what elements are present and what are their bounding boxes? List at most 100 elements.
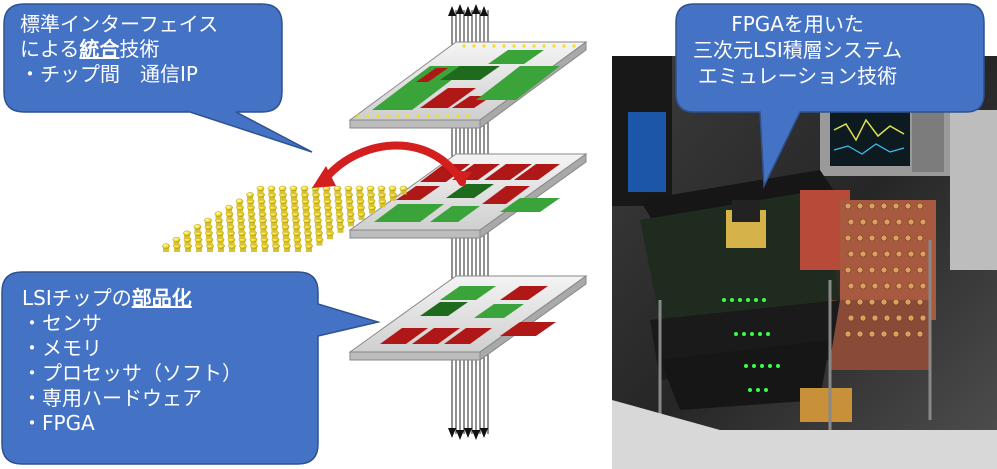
- pin-stem: [184, 239, 191, 246]
- pin-stem: [293, 220, 299, 227]
- callout-componentization-title-prefix: LSIチップの: [22, 286, 132, 310]
- rf-connector: [895, 218, 903, 226]
- rf-connector: [880, 234, 888, 242]
- pin-stem: [325, 207, 331, 214]
- pin-stem: [250, 233, 256, 240]
- pin-stem: [283, 239, 290, 246]
- pin-stem: [247, 201, 254, 208]
- callout-integration-line2: による統合技術: [20, 37, 218, 62]
- rf-connector: [916, 266, 924, 274]
- rf-connector: [916, 202, 924, 210]
- rf-connector: [844, 298, 852, 306]
- pin-stem: [327, 233, 333, 240]
- rf-connector: [880, 330, 888, 338]
- pin-stem: [237, 214, 244, 220]
- pin-stem: [334, 188, 341, 195]
- pin-stem: [226, 214, 233, 220]
- rf-connector: [847, 314, 855, 322]
- pin-stem: [335, 201, 342, 208]
- pin-stem: [270, 207, 276, 214]
- pin-stem: [302, 201, 309, 208]
- pin-stem: [358, 207, 364, 214]
- rf-connector: [883, 314, 891, 322]
- pin-stem: [227, 220, 233, 227]
- pin-stem: [207, 246, 213, 252]
- callout-componentization-title: LSIチップの部品化: [22, 286, 242, 311]
- pin-stem: [368, 194, 374, 201]
- pin-stem: [238, 226, 245, 233]
- callout-emulation-line2: 三次元LSI積層システム: [693, 38, 903, 62]
- pin-stem: [291, 194, 297, 201]
- rf-connector: [871, 218, 879, 226]
- pin-stem: [216, 220, 222, 227]
- component-item-processor: ・プロセッサ（ソフト）: [22, 361, 242, 385]
- pin-stem: [346, 201, 353, 208]
- rf-connector: [904, 266, 912, 274]
- pin-stem: [346, 194, 352, 201]
- pin-stem: [348, 220, 354, 227]
- pin-stem: [261, 239, 268, 246]
- pin-stem: [237, 207, 243, 214]
- callout-emulation-line1: FPGAを用いた: [731, 12, 864, 36]
- pin-stem: [218, 246, 224, 252]
- pin-head: [344, 185, 353, 192]
- pin-stem: [367, 188, 374, 195]
- pin-stem: [260, 220, 266, 227]
- pin-stem: [336, 214, 343, 220]
- pin-stem: [273, 246, 279, 252]
- rf-connector: [892, 266, 900, 274]
- pin-head: [246, 192, 254, 198]
- pin-stem: [196, 246, 202, 252]
- pin-stem: [258, 201, 265, 208]
- pin-stem: [271, 220, 277, 227]
- pin-stem: [185, 246, 191, 252]
- pin-stem: [257, 188, 264, 195]
- pin-stem: [272, 239, 279, 246]
- callout-integration-line3: ・チップ間 通信IP: [20, 62, 198, 86]
- chip-layer-middle: [348, 153, 588, 239]
- rf-connector: [871, 282, 879, 290]
- pin-stem: [293, 226, 300, 233]
- rf-connector: [880, 298, 888, 306]
- component-item-dedicated-hardware: ・専用ハードウェア: [22, 386, 202, 410]
- fpga-stack-photo: [612, 56, 997, 469]
- pin-head: [204, 217, 212, 224]
- pin-head: [333, 185, 342, 192]
- pin-stem: [337, 226, 344, 233]
- rf-connector: [868, 266, 876, 274]
- rf-connector: [859, 218, 867, 226]
- pin-stem: [336, 207, 342, 214]
- pin-stem: [272, 233, 278, 240]
- pin-stem: [356, 188, 363, 195]
- pin-head: [355, 185, 364, 192]
- pin-stem: [335, 194, 341, 201]
- pin-stem: [217, 239, 224, 246]
- pin-head: [278, 185, 287, 192]
- rf-connector: [919, 314, 927, 322]
- rf-connector: [892, 234, 900, 242]
- pin-stem: [345, 188, 352, 195]
- rf-connector: [847, 218, 855, 226]
- pin-stem: [249, 226, 256, 233]
- pin-stem: [282, 220, 288, 227]
- rf-connector: [868, 330, 876, 338]
- pin-head: [256, 185, 265, 192]
- pin-head: [235, 198, 244, 204]
- rf-connector: [907, 250, 915, 258]
- rf-connector: [880, 202, 888, 210]
- rf-connector: [859, 250, 867, 258]
- pin-stem: [295, 246, 301, 252]
- pin-stem: [216, 226, 223, 233]
- pin-stem: [304, 226, 311, 233]
- led-indicators: [722, 298, 780, 392]
- pin-stem: [195, 233, 201, 240]
- pin-stem: [312, 188, 319, 195]
- pin-stem: [195, 239, 202, 246]
- pin-head: [388, 185, 397, 192]
- pin-head: [162, 243, 170, 249]
- pin-stem: [281, 207, 287, 214]
- rf-connector: [904, 202, 912, 210]
- component-item-sensor: ・センサ: [22, 311, 102, 335]
- pin-stem: [238, 220, 244, 227]
- pin-stem: [280, 194, 286, 201]
